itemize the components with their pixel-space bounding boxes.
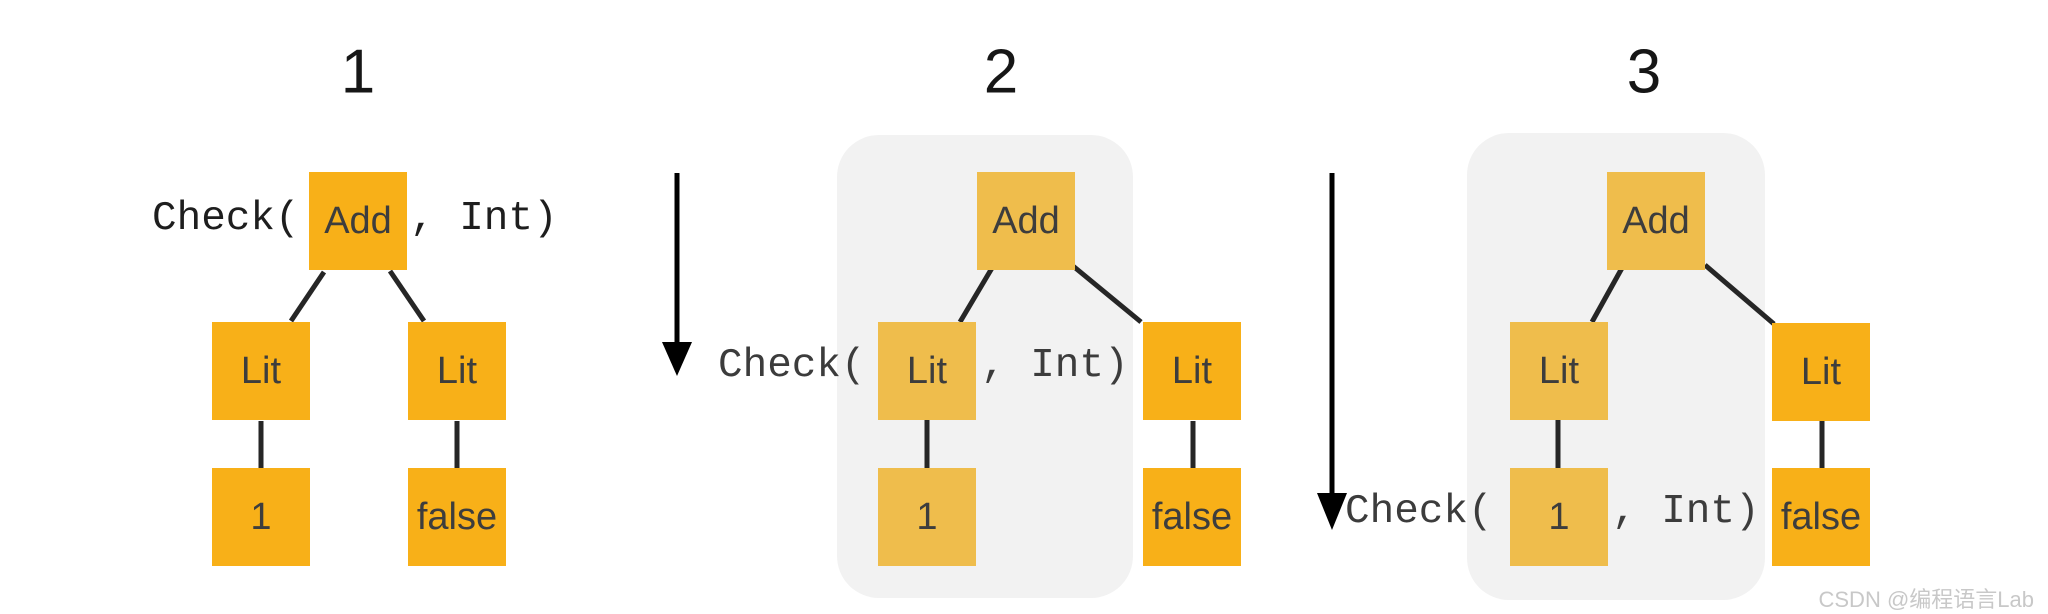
p3-check-suffix: , Int) (1612, 489, 1760, 535)
p3-node-leaf-false-label: false (1780, 496, 1862, 538)
p2-check-suffix: , Int) (981, 343, 1129, 389)
p2-edge-add-litleft (957, 266, 995, 324)
p2-node-add-label: Add (992, 200, 1060, 242)
step2-title: 2 (983, 37, 1019, 107)
step-arrow-2-3 (1317, 173, 1347, 530)
p2-node-lit-left: Lit (878, 322, 976, 420)
p2-node-add: Add (977, 172, 1075, 270)
p2-node-leaf-1: 1 (878, 468, 976, 566)
p1-edge-add-litright (387, 269, 427, 323)
p1-check-prefix: Check( (152, 196, 300, 242)
p1-node-add-label: Add (324, 200, 392, 242)
p2-node-lit-right-label: Lit (1171, 350, 1213, 392)
p2-node-lit-left-label: Lit (906, 350, 948, 392)
p3-node-lit-right-label: Lit (1800, 351, 1842, 393)
csdn-watermark: CSDN @编程语言Lab (1818, 587, 2035, 612)
p3-node-add-label: Add (1622, 200, 1690, 242)
p1-node-lit-right-label: Lit (436, 350, 478, 392)
p1-node-leaf-1-label: 1 (250, 496, 272, 538)
p2-node-leaf-false: false (1143, 468, 1241, 566)
step-arrow-2-3-head (1317, 493, 1347, 530)
p2-check-prefix: Check( (718, 343, 866, 389)
p2-node-lit-right: Lit (1143, 322, 1241, 420)
p1-node-lit-right: Lit (408, 322, 506, 420)
p1-check-suffix: , Int) (410, 196, 558, 242)
p3-node-leaf-1: 1 (1510, 468, 1608, 566)
p3-edge-add-litleft (1589, 266, 1625, 324)
p1-node-leaf-false: false (408, 468, 506, 566)
p1-node-lit-left-label: Lit (240, 350, 282, 392)
p2-edge-add-litright (1071, 264, 1143, 324)
p3-node-leaf-1-label: 1 (1548, 496, 1570, 538)
p3-node-lit-left-label: Lit (1538, 350, 1580, 392)
step-arrow-1-2 (662, 173, 692, 376)
p1-node-leaf-1: 1 (212, 468, 310, 566)
step3-title: 3 (1626, 37, 1662, 107)
p3-node-lit-left: Lit (1510, 322, 1608, 420)
step1-title: 1 (340, 37, 376, 107)
p2-node-leaf-false-label: false (1151, 496, 1233, 538)
p3-node-leaf-false: false (1772, 468, 1870, 566)
p2-node-leaf-1-label: 1 (916, 496, 938, 538)
p3-edge-add-litright (1703, 263, 1776, 326)
p1-edge-add-litleft (288, 270, 327, 323)
p1-node-add: Add (309, 172, 407, 270)
step-arrow-1-2-head (662, 342, 692, 376)
p3-node-lit-right: Lit (1772, 323, 1870, 421)
p3-check-prefix: Check( (1345, 489, 1493, 535)
p1-node-leaf-false-label: false (416, 496, 498, 538)
p1-node-lit-left: Lit (212, 322, 310, 420)
p3-node-add: Add (1607, 172, 1705, 270)
